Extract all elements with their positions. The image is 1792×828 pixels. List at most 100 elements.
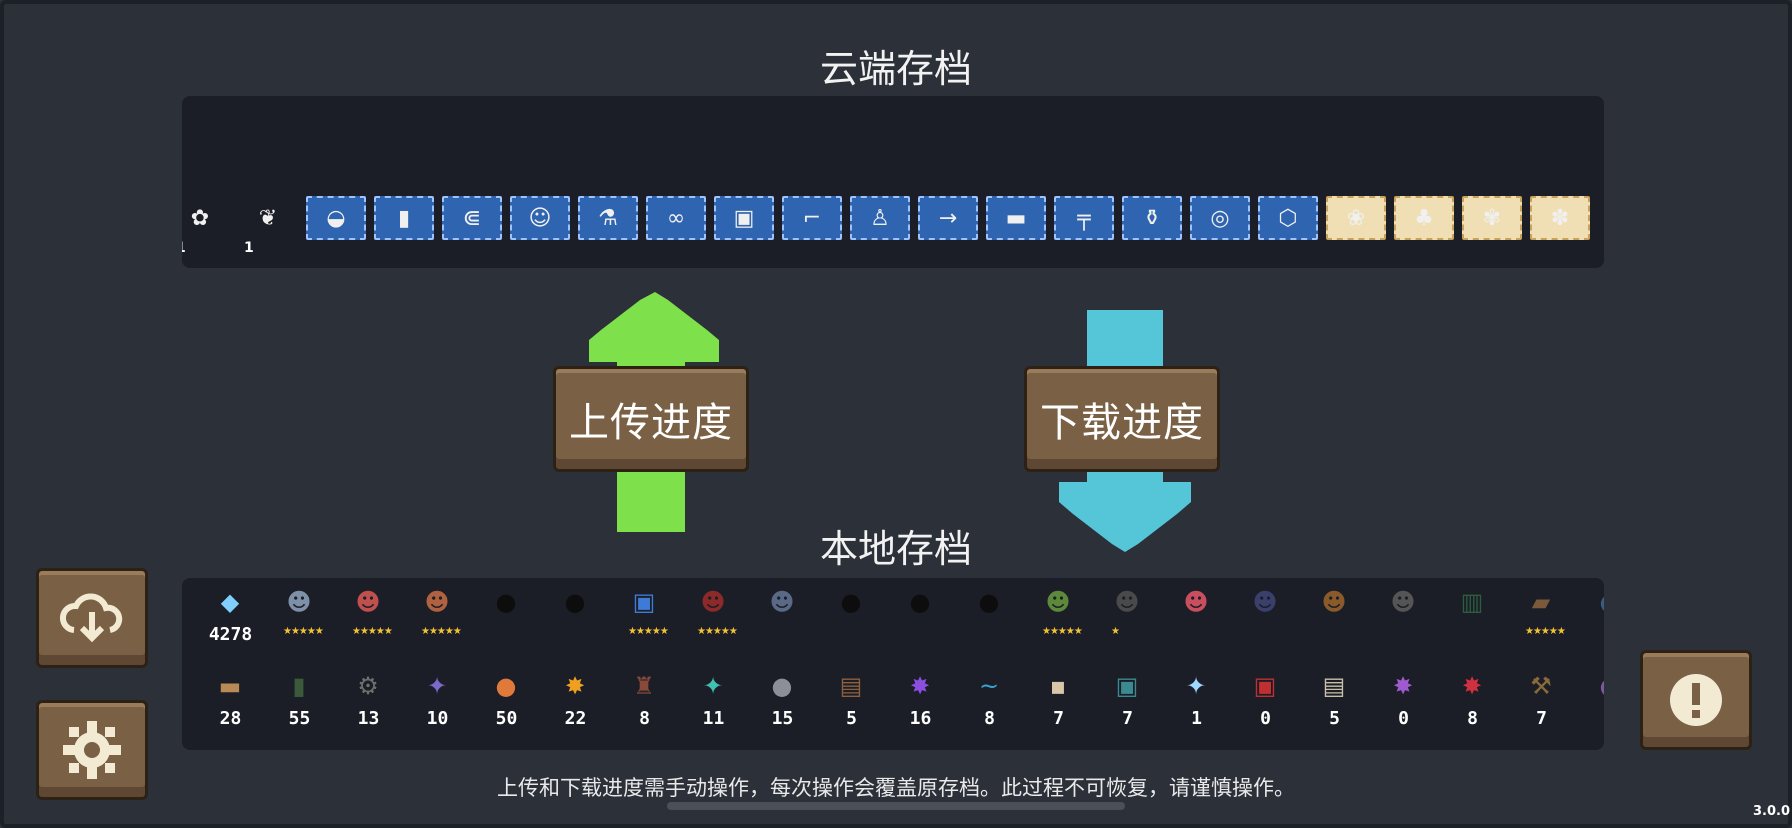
save-entry: ● bbox=[886, 578, 955, 658]
cloud-download-icon bbox=[60, 593, 123, 643]
blue-potion-icon: ⚱ bbox=[1122, 196, 1182, 240]
ore-icon: ● bbox=[771, 672, 793, 700]
item-count: 22 bbox=[564, 708, 587, 729]
item-count: 13 bbox=[357, 708, 380, 729]
item-count: 11 bbox=[702, 708, 725, 729]
paladin-hero-icon: ☻ bbox=[769, 588, 795, 616]
save-entry: ✸16 bbox=[886, 662, 955, 742]
save-entry: ◆4278 bbox=[196, 578, 265, 658]
save-entry: ~8 bbox=[955, 662, 1024, 742]
locked-hero-icon: ● bbox=[978, 588, 1000, 616]
hammer-icon: ⚒ bbox=[1530, 672, 1552, 700]
save-entry: ✦ 11 bbox=[679, 662, 748, 742]
item-count: 16 bbox=[909, 708, 932, 729]
knight-hero-icon: ☻ bbox=[286, 588, 312, 616]
blue-tree-plant-icon: ✽ bbox=[1530, 196, 1590, 240]
save-entry: ▤5 bbox=[817, 662, 886, 742]
star-rating: ★ bbox=[1111, 626, 1120, 637]
item-count: 5 bbox=[846, 708, 857, 729]
cloud-save-panel[interactable]: ✿1❦1◒▮⋐☺⚗∞▣⌐♙→▬╤⚱◎⬡❀♣✾✽ bbox=[182, 96, 1604, 268]
head-figure-icon: ♙ bbox=[850, 196, 910, 240]
save-entry: ✸0 bbox=[1369, 662, 1438, 742]
scroll-icon: ▤ bbox=[1322, 672, 1346, 700]
teal-crystal-icon: ✦ bbox=[702, 672, 724, 700]
save-entry: ✸8 bbox=[1438, 662, 1507, 742]
horizontal-scrollbar[interactable] bbox=[667, 802, 1125, 810]
ice-crystal-icon: ✦ bbox=[1185, 672, 1207, 700]
save-entry: ▣7 bbox=[1093, 662, 1162, 742]
save-entry: ● bbox=[817, 578, 886, 658]
item-count: 55 bbox=[288, 708, 311, 729]
save-entry: ● bbox=[541, 578, 610, 658]
gear-material-icon: ⚙ bbox=[357, 672, 379, 700]
tank-icon: ▬ bbox=[986, 196, 1046, 240]
save-entry: ☻★★★★★ bbox=[403, 578, 472, 658]
save-entry: ✦1 bbox=[1162, 662, 1231, 742]
save-entry: ✦10 bbox=[403, 662, 472, 742]
red-device-icon: ▣ bbox=[1253, 672, 1277, 700]
upload-progress-button[interactable]: 上传进度 bbox=[553, 366, 749, 472]
settings-button[interactable] bbox=[36, 700, 148, 800]
partial-material-icon: ◐ bbox=[1590, 666, 1604, 706]
star-rating: ★★★★★ bbox=[1042, 626, 1083, 637]
material-row: ▬28▮55⚙13✦10●50✸22♜8✦11●15▤5✸16~8▪7▣7✦1▣… bbox=[196, 662, 1604, 742]
save-entry: ☻ bbox=[748, 578, 817, 658]
item-count: 5 bbox=[1329, 708, 1340, 729]
rainbow-leaf-icon: ✸ bbox=[1392, 672, 1414, 700]
goggles-icon: ∞ bbox=[646, 196, 706, 240]
log-icon: ▬ bbox=[218, 672, 242, 700]
save-entry: ⚒7 bbox=[1507, 662, 1576, 742]
info-button[interactable] bbox=[1640, 650, 1752, 750]
save-entry: ● bbox=[955, 578, 1024, 658]
bottle-icon: ▪ bbox=[1049, 672, 1067, 700]
item-count: 10 bbox=[426, 708, 449, 729]
item-count: 1 bbox=[244, 240, 254, 256]
save-entry: ☻★★★★★ bbox=[1024, 578, 1093, 658]
item-count: 1 bbox=[182, 240, 186, 256]
item-count: 8 bbox=[984, 708, 995, 729]
save-entry: ☻ ★★★★★ bbox=[679, 578, 748, 658]
star-rating: ★★★★★ bbox=[1525, 626, 1566, 637]
local-save-panel[interactable]: ◆4278☻★★★★★☻★★★★★☻★★★★★●●▣★★★★★☻★★★★★☻●●… bbox=[182, 578, 1604, 750]
save-entry: ▰★★★★★ bbox=[1507, 578, 1576, 658]
red-flower-plant-icon: ✾ bbox=[1462, 196, 1522, 240]
save-entry: ●50 bbox=[472, 662, 541, 742]
save-entry: ▤5 bbox=[1300, 662, 1369, 742]
save-entry: ⚙ 13 bbox=[334, 662, 403, 742]
red-sprout-icon: ✿1 bbox=[182, 196, 230, 257]
exclamation-icon bbox=[1670, 674, 1722, 726]
red-potion-icon: ⚗ bbox=[578, 196, 638, 240]
item-count: 7 bbox=[1122, 708, 1133, 729]
totem-icon: ♜ bbox=[633, 672, 655, 700]
warning-notice: 上传和下载进度需手动操作，每次操作会覆盖原存档。此过程不可恢复，请谨慎操作。 bbox=[497, 776, 1295, 800]
octagon-shield-icon: ⬡ bbox=[1258, 196, 1318, 240]
spear-icon: → bbox=[918, 196, 978, 240]
cloud-sync-button[interactable] bbox=[36, 568, 148, 668]
partial-icon: ◐ bbox=[1590, 582, 1604, 622]
camera-icon: ▣ bbox=[714, 196, 774, 240]
item-count: 8 bbox=[639, 708, 650, 729]
vampire-hero-icon: ☻ bbox=[700, 588, 726, 616]
star-rating: ★★★★★ bbox=[697, 626, 738, 637]
save-entry: ▣★★★★★ bbox=[610, 578, 679, 658]
robot-hero-icon: ▣ bbox=[632, 588, 656, 616]
witch-hero-icon: ☻ bbox=[424, 588, 450, 616]
item-count: 0 bbox=[1398, 708, 1409, 729]
green-hat-icon: ◒ bbox=[306, 196, 366, 240]
scarecrow-hero-icon: ☻ bbox=[1321, 588, 1347, 616]
save-entry: ▣0 bbox=[1231, 662, 1300, 742]
save-entry: ☻★★★★★ bbox=[334, 578, 403, 658]
version-label: 3.0.0 bbox=[1752, 804, 1790, 819]
star-rating: ★★★★★ bbox=[283, 626, 324, 637]
teal-device-icon: ▣ bbox=[1115, 672, 1139, 700]
item-count: 7 bbox=[1536, 708, 1547, 729]
save-entry: ▥ bbox=[1438, 578, 1507, 658]
save-entry: ☻ bbox=[1162, 578, 1231, 658]
save-entry: ♜8 bbox=[610, 662, 679, 742]
download-progress-button[interactable]: 下载进度 bbox=[1024, 366, 1220, 472]
target-shield-icon: ◎ bbox=[1190, 196, 1250, 240]
save-entry: ☻★ bbox=[1093, 578, 1162, 658]
save-entry: ☻ bbox=[1369, 578, 1438, 658]
save-entry: ◐ bbox=[1576, 578, 1604, 658]
